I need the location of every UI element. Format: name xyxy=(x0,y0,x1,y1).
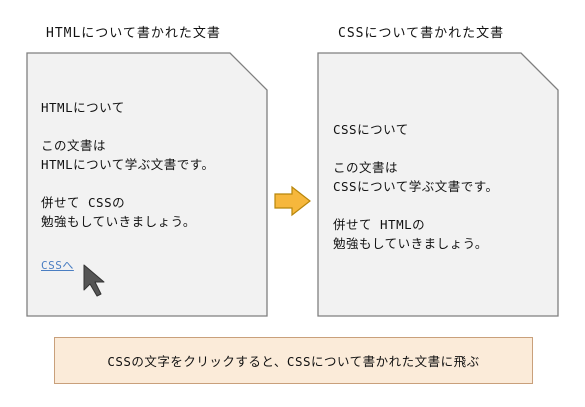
left-document-line: この文書は xyxy=(41,138,107,153)
right-document-shape xyxy=(317,52,559,317)
left-document-shape xyxy=(26,52,268,317)
right-document-line: この文書は xyxy=(333,160,399,175)
left-document-line: HTMLについて学ぶ文書です。 xyxy=(41,157,215,172)
caption-box: CSSの文字をクリックすると、CSSについて書かれた文書に飛ぶ xyxy=(54,337,533,384)
right-arrow-icon xyxy=(274,185,311,217)
right-document-heading: CSSについて xyxy=(333,122,409,137)
left-document-body: HTMLについて この文書は HTMLについて学ぶ文書です。 併せて CSSの … xyxy=(41,98,214,231)
right-document-body: CSSについて この文書は CSSについて学ぶ文書です。 併せて HTMLの 勉… xyxy=(333,120,498,253)
mouse-pointer-icon xyxy=(83,264,105,297)
caption-text: CSSの文字をクリックすると、CSSについて書かれた文書に飛ぶ xyxy=(107,354,480,369)
left-document-title: HTMLについて書かれた文書 xyxy=(46,26,221,41)
right-document-line: 併せて HTMLの xyxy=(333,217,426,232)
right-document-title: CSSについて書かれた文書 xyxy=(338,26,505,41)
right-document-line: 勉強もしていきましょう。 xyxy=(333,236,488,251)
left-document-heading: HTMLについて xyxy=(41,100,125,115)
css-link[interactable]: CSSへ xyxy=(41,259,74,272)
left-document-line: 併せて CSSの xyxy=(41,195,126,210)
right-document-line: CSSについて学ぶ文書です。 xyxy=(333,179,499,194)
left-document-line: 勉強もしていきましょう。 xyxy=(41,214,196,229)
